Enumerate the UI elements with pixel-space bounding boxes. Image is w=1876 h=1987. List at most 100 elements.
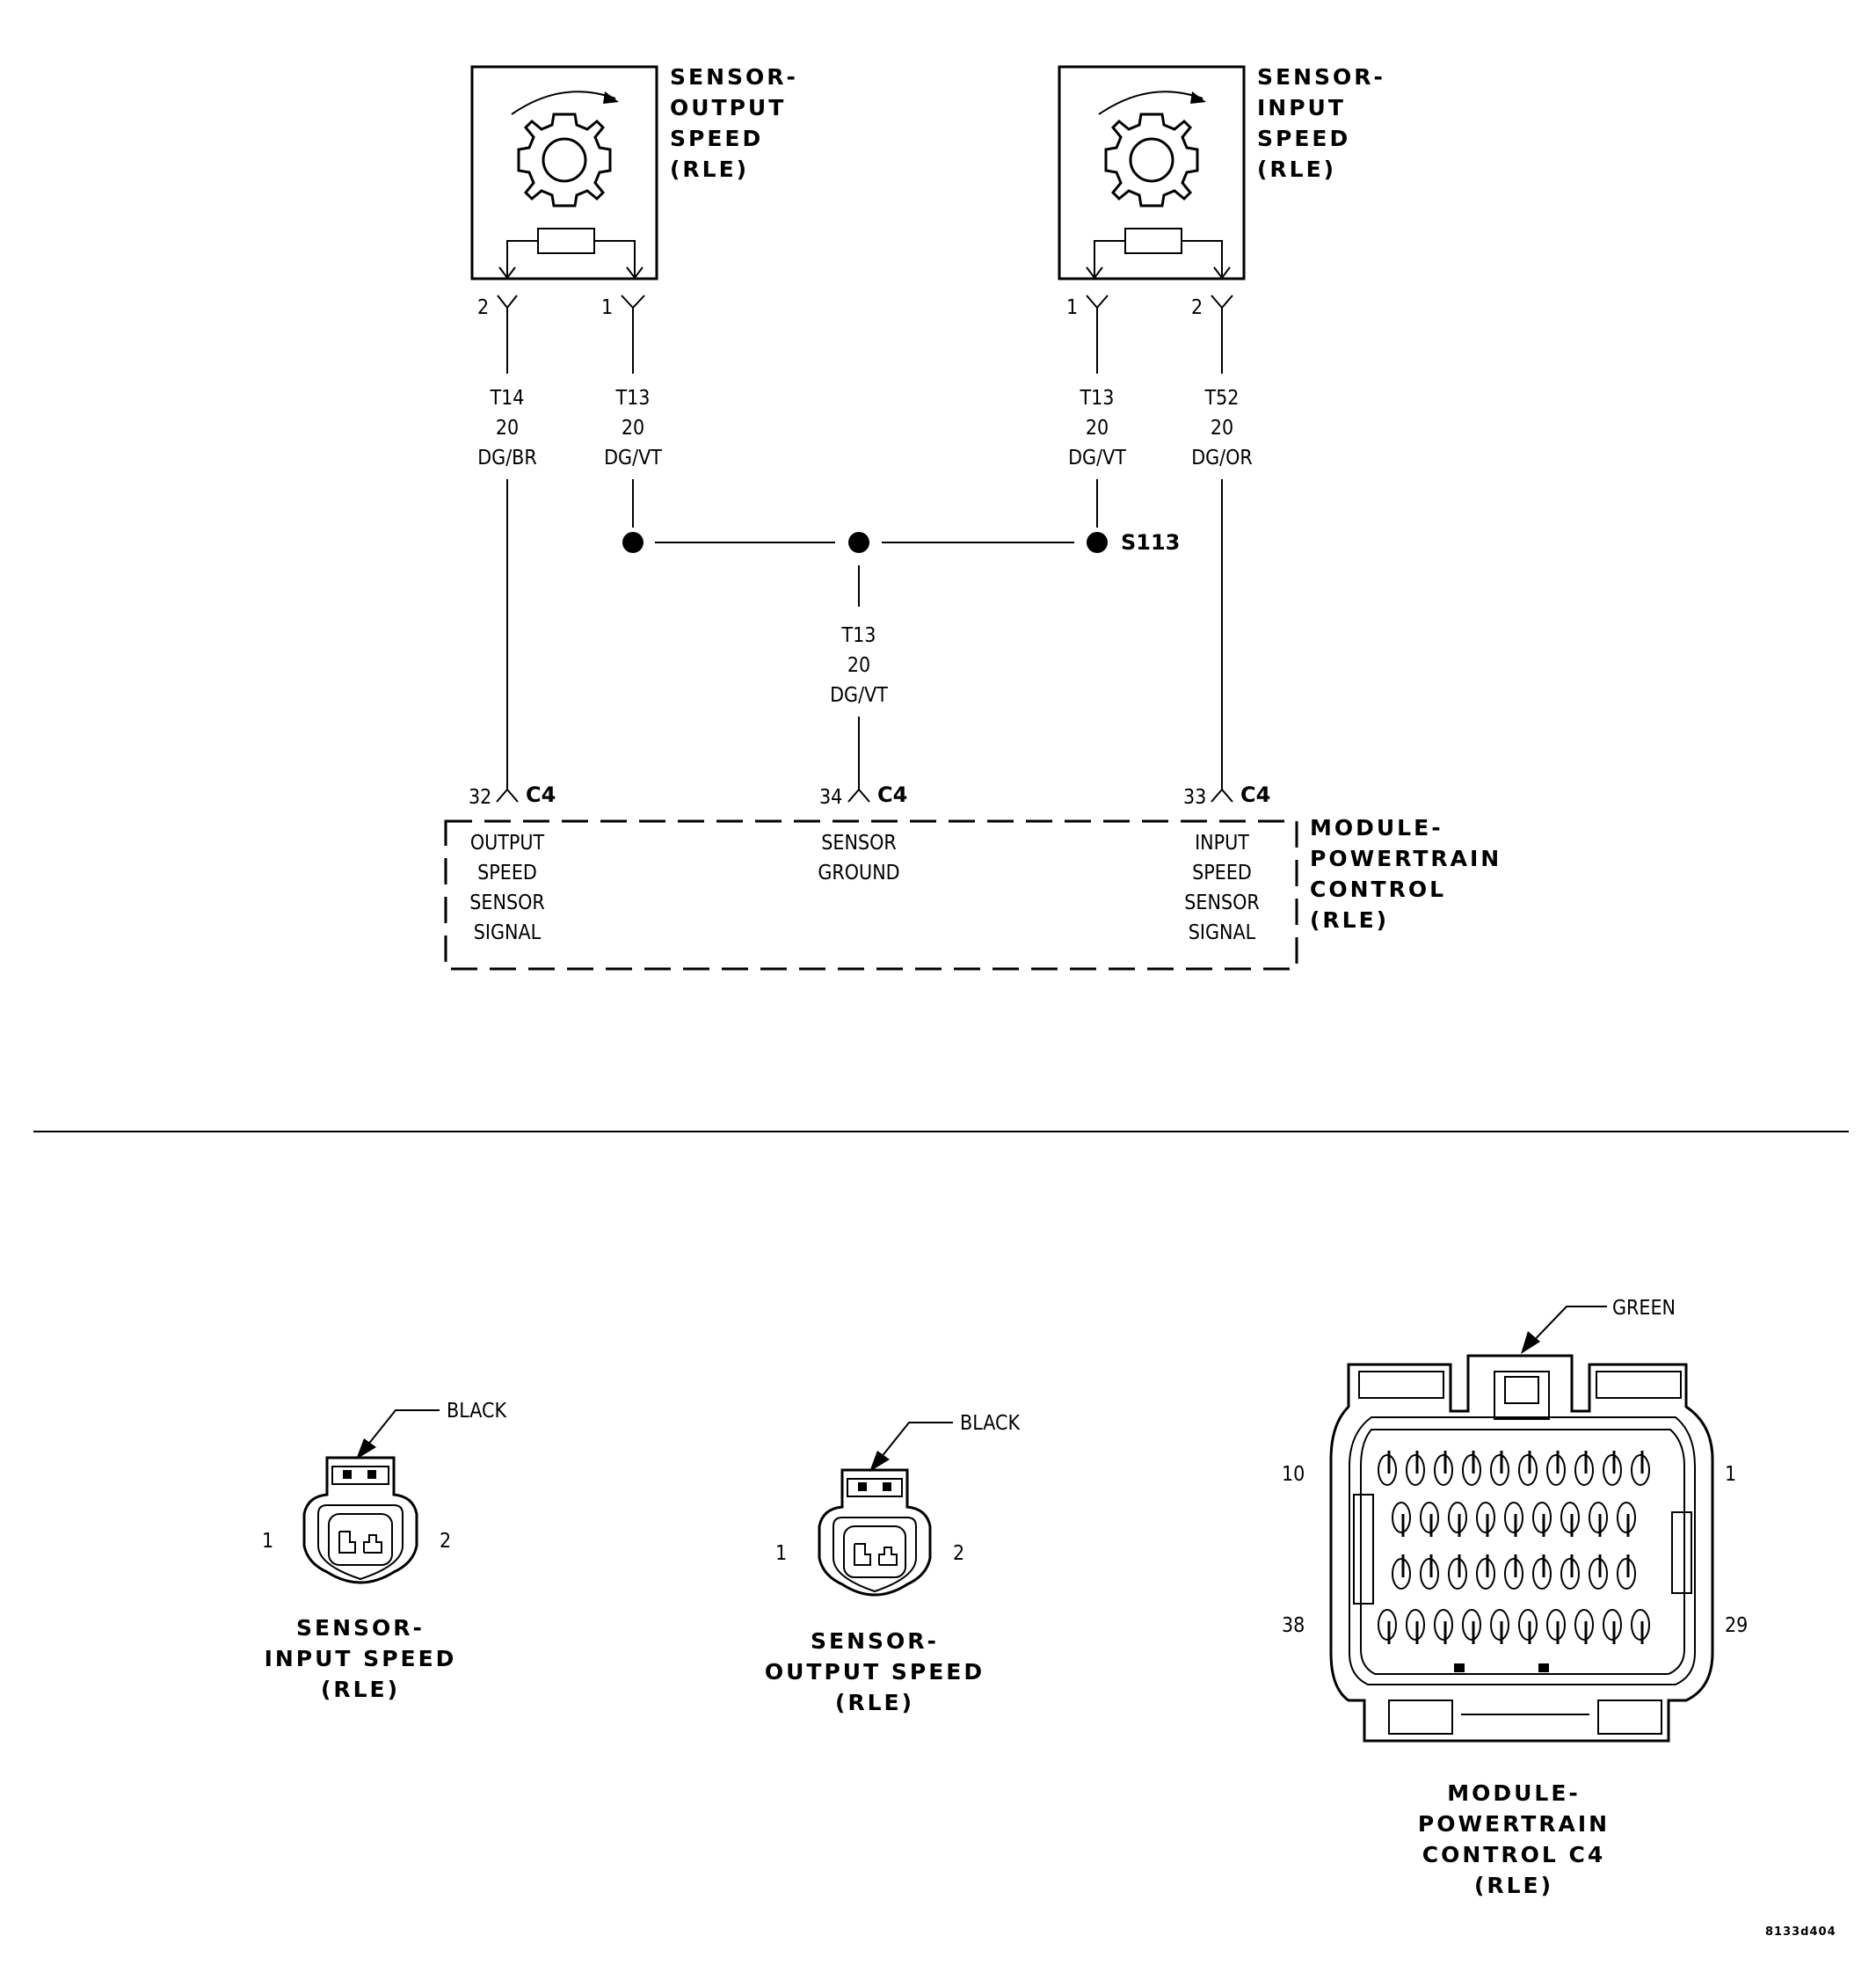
terminal-cavity	[1546, 1609, 1566, 1641]
svg-text:DG/VT: DG/VT	[1068, 447, 1126, 469]
connector-id: C4	[526, 782, 556, 807]
connector-id: C4	[1240, 782, 1270, 807]
svg-text:MODULE-: MODULE-	[1310, 815, 1443, 841]
pin-number: 1	[1066, 296, 1078, 319]
pin-number: 2	[1191, 296, 1203, 319]
sensor-label-line: SPEED	[1257, 126, 1350, 151]
wire-label-t13-center: T13 20 DG/VT	[830, 624, 888, 707]
connector-label-line: POWERTRAIN	[1418, 1811, 1610, 1837]
connector-label-line: OUTPUT SPEED	[765, 1659, 985, 1685]
input-speed-sensor: SENSOR- INPUT SPEED (RLE) 1 2	[1058, 64, 1385, 319]
svg-text:20: 20	[496, 417, 519, 440]
pcm-module: 32 C4 34 C4 33 C4 OUTPUT SPEED SENSOR SI…	[444, 782, 1502, 971]
sensor-label-line: (RLE)	[670, 156, 749, 182]
pcm-pin-function: SENSOR GROUND	[818, 832, 899, 884]
pin-number: 1	[262, 1530, 273, 1553]
pin-number: 2	[953, 1542, 964, 1565]
input-speed-sensor-box	[1058, 65, 1246, 280]
terminal-cavity	[1560, 1558, 1580, 1590]
svg-text:20: 20	[847, 654, 870, 677]
terminal-cavity	[1406, 1454, 1425, 1486]
terminal-cavity	[1420, 1558, 1439, 1590]
terminal-cavity	[1392, 1558, 1411, 1590]
svg-text:CONTROL: CONTROL	[1310, 877, 1446, 902]
pcm-connector-housing	[1329, 1354, 1714, 1743]
connector-label-line: INPUT SPEED	[265, 1646, 457, 1671]
connector-label-line: (RLE)	[1474, 1873, 1553, 1898]
pin-number: 1	[1725, 1463, 1736, 1486]
splice-dot	[1087, 532, 1108, 553]
terminal-cavity	[1476, 1502, 1495, 1533]
svg-text:T13: T13	[1080, 387, 1115, 410]
sensor-label-line: SPEED	[670, 126, 763, 151]
svg-text:OUTPUT: OUTPUT	[470, 832, 545, 855]
svg-text:DG/VT: DG/VT	[604, 447, 662, 469]
terminal-cavity	[1462, 1454, 1481, 1486]
svg-text:DG/VT: DG/VT	[830, 684, 888, 707]
figure-id: 8133d404	[1765, 1925, 1836, 1939]
svg-text:T13: T13	[615, 387, 651, 410]
terminal-cavity	[1617, 1558, 1636, 1590]
svg-text:T52: T52	[1204, 387, 1240, 410]
terminal-cavity	[1420, 1502, 1439, 1533]
svg-text:DG/BR: DG/BR	[477, 447, 537, 469]
svg-text:INPUT: INPUT	[1195, 832, 1249, 855]
terminal-cavity	[1462, 1609, 1481, 1641]
connector-view-pcm-c4: GREEN 10 1 38 29 MODULE- POWERTRAIN CONT…	[1282, 1297, 1748, 1898]
svg-text:SIGNAL: SIGNAL	[474, 921, 542, 944]
svg-text:T13: T13	[841, 624, 876, 647]
terminal-cavity	[1574, 1454, 1594, 1486]
connector-label-line: SENSOR-	[811, 1628, 939, 1654]
sensor-label-line: (RLE)	[1257, 156, 1336, 182]
splice-label: S113	[1121, 530, 1180, 555]
terminal-cavity	[1378, 1454, 1397, 1486]
splice-dot	[622, 532, 644, 553]
terminal-cavity	[1448, 1502, 1467, 1533]
rotation-arrow-icon	[511, 91, 616, 115]
leader-arrow-icon	[356, 1438, 376, 1459]
svg-text:20: 20	[622, 417, 644, 440]
terminal-cavity	[1546, 1454, 1566, 1486]
terminal-cavity	[1603, 1609, 1622, 1641]
leader-arrow-icon	[869, 1451, 890, 1472]
terminal-cavity	[1490, 1454, 1509, 1486]
wiring: T14 20 DG/BR T13 20 DG/VT T13 20 DG/VT T…	[477, 308, 1253, 803]
terminal-cavity	[1574, 1609, 1594, 1641]
svg-text:SENSOR: SENSOR	[821, 832, 897, 855]
sensor-label-line: SENSOR-	[1257, 64, 1385, 90]
pcm-pin-grid	[1378, 1451, 1650, 1644]
terminal-cavity	[1434, 1609, 1453, 1641]
pin-number: 1	[775, 1542, 787, 1565]
terminal-cavity	[1603, 1454, 1622, 1486]
pin-number: 2	[440, 1530, 451, 1553]
terminal-cavity	[1448, 1558, 1467, 1590]
terminal-cavity	[1532, 1558, 1552, 1590]
pcm-pin-number: 32	[469, 786, 491, 809]
terminal-cavity	[1476, 1558, 1495, 1590]
connector-label-line: MODULE-	[1447, 1780, 1581, 1806]
output-speed-sensor-box	[470, 65, 658, 280]
svg-text:POWERTRAIN: POWERTRAIN	[1310, 846, 1502, 871]
terminal-cavity	[1589, 1558, 1608, 1590]
connector-color: BLACK	[960, 1412, 1020, 1435]
wire-label-t14: T14 20 DG/BR	[477, 387, 537, 469]
sensor-connector-body	[818, 1468, 932, 1597]
terminal-cavity	[1631, 1609, 1650, 1641]
wire-label-t13-right: T13 20 DG/VT	[1068, 387, 1126, 469]
svg-text:DG/OR: DG/OR	[1191, 447, 1253, 469]
wire-label-t52: T52 20 DG/OR	[1191, 387, 1253, 469]
connector-color: BLACK	[447, 1400, 506, 1423]
pcm-module-label: MODULE- POWERTRAIN CONTROL (RLE)	[1310, 815, 1502, 933]
terminal-cavity	[1560, 1502, 1580, 1533]
splice-dot	[848, 532, 869, 553]
rotation-arrow-icon	[1098, 91, 1203, 115]
connector-label-line: (RLE)	[835, 1690, 914, 1715]
terminal-cavity	[1589, 1502, 1608, 1533]
terminal-cavity	[1504, 1558, 1523, 1590]
terminal-cavity	[1532, 1502, 1552, 1533]
pcm-pin-number: 33	[1183, 786, 1206, 809]
svg-text:(RLE): (RLE)	[1310, 907, 1389, 933]
svg-text:SENSOR: SENSOR	[469, 892, 545, 914]
connector-color: GREEN	[1612, 1297, 1676, 1320]
resistor-icon	[1124, 228, 1182, 254]
